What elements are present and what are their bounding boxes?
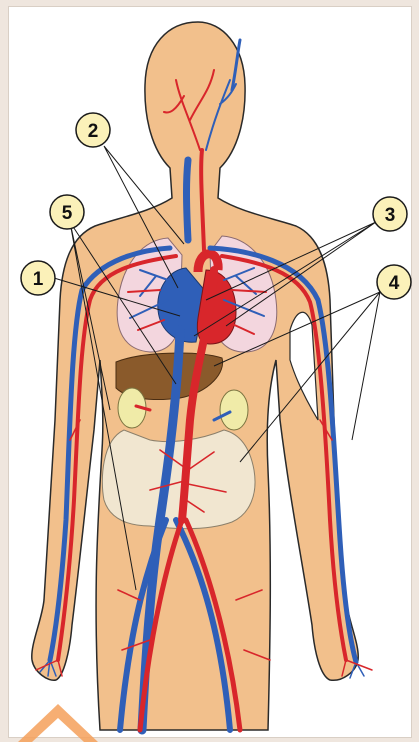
callout-label: 1 [33, 269, 44, 290]
decorative-chevron [18, 704, 98, 742]
right-kidney [220, 390, 248, 430]
callout-label: 4 [389, 273, 400, 294]
callout-2: 2 [76, 113, 110, 147]
callout-4: 4 [377, 265, 411, 299]
callout-label: 5 [62, 203, 73, 224]
callout-5: 5 [50, 195, 84, 229]
callout-1: 1 [21, 261, 55, 295]
callout-3: 3 [373, 197, 407, 231]
callout-label: 2 [88, 121, 99, 142]
callout-label: 3 [385, 205, 396, 226]
